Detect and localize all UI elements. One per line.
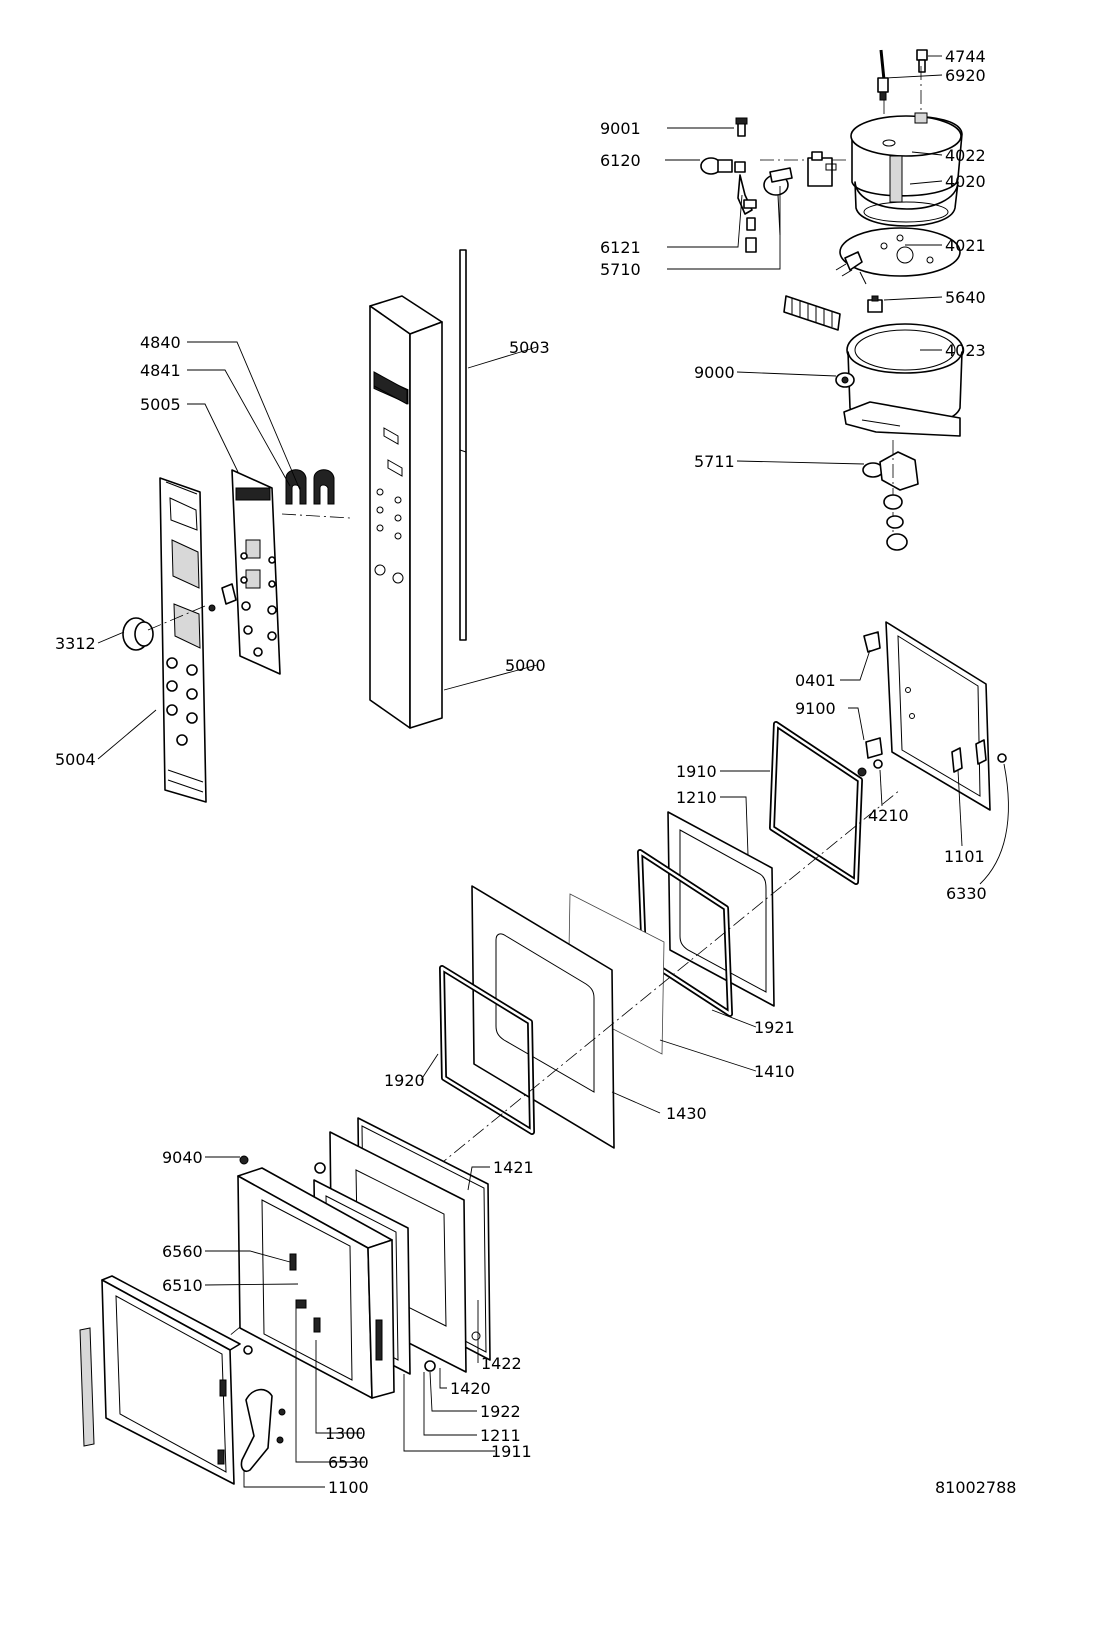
label-1922: 1922 — [480, 1402, 521, 1421]
label-0401: 0401 — [795, 671, 836, 690]
vessel-cover-4022 — [850, 112, 963, 227]
label-6120: 6120 — [600, 151, 641, 170]
label-1300: 1300 — [325, 1424, 366, 1443]
seal-1910 — [769, 721, 863, 885]
outer-door-1100 — [101, 1275, 241, 1485]
valve-fittings-6120 — [700, 117, 850, 253]
label-1911: 1911 — [491, 1442, 532, 1461]
vessel-4023 — [843, 323, 964, 437]
control-panel-group — [122, 249, 467, 803]
seal-1921 — [637, 849, 733, 1017]
label-1921: 1921 — [754, 1018, 795, 1037]
leader-lines — [97, 55, 1009, 1488]
label-9000: 9000 — [694, 363, 735, 382]
gasket-1920 — [439, 965, 535, 1135]
label-5000: 5000 — [505, 656, 546, 675]
hinge-frame-1101 — [863, 621, 1007, 811]
label-1101: 1101 — [944, 847, 985, 866]
outer-panel-1430 — [471, 885, 615, 1149]
level-sensor-5710 — [807, 151, 837, 187]
label-5004: 5004 — [55, 750, 96, 769]
screw-4744 — [916, 49, 928, 110]
door-body-1300 — [237, 1155, 395, 1399]
inner-frame-1210 — [667, 811, 775, 1007]
door-assembly — [79, 621, 1007, 1485]
label-4023: 4023 — [945, 341, 986, 360]
label-6121: 6121 — [600, 238, 641, 257]
fitting-9000 — [835, 372, 855, 388]
label-5640: 5640 — [945, 288, 986, 307]
label-6920: 6920 — [945, 66, 986, 85]
label-9100: 9100 — [795, 699, 836, 718]
label-9040: 9040 — [162, 1148, 203, 1167]
outlet-5711 — [862, 440, 919, 551]
control-column-5000 — [369, 295, 443, 729]
label-5711: 5711 — [694, 452, 735, 471]
label-9001: 9001 — [600, 119, 641, 138]
knob-3312 — [122, 604, 216, 651]
probe-6920 — [877, 49, 889, 101]
hinge-bracket-4210 — [857, 737, 883, 777]
label-1430: 1430 — [666, 1104, 707, 1123]
label-4841: 4841 — [140, 361, 181, 380]
side-strip — [79, 1327, 95, 1447]
part-labels: 4744 6920 9001 6120 4022 4020 6121 5710 … — [55, 47, 1016, 1497]
label-1920: 1920 — [384, 1071, 425, 1090]
label-3312: 3312 — [55, 634, 96, 653]
rod-5003 — [459, 249, 467, 641]
label-1422: 1422 — [481, 1354, 522, 1373]
label-4022: 4022 — [945, 146, 986, 165]
label-4744: 4744 — [945, 47, 986, 66]
steam-generator-assembly — [700, 49, 964, 551]
label-1211: 1211 — [480, 1426, 521, 1445]
terminal-strip — [783, 295, 841, 331]
label-4021: 4021 — [945, 236, 986, 255]
door-handle-6530 — [240, 1388, 286, 1473]
label-1210: 1210 — [676, 788, 717, 807]
label-1421: 1421 — [493, 1158, 534, 1177]
label-5710: 5710 — [600, 260, 641, 279]
circuit-board-5005 — [221, 469, 281, 675]
display-modules-4840-4841 — [281, 469, 351, 519]
heating-plate-4021 — [835, 227, 961, 285]
label-4210: 4210 — [868, 806, 909, 825]
label-1100: 1100 — [328, 1478, 369, 1497]
relay-5640 — [867, 295, 883, 313]
label-4020: 4020 — [945, 172, 986, 191]
label-1420: 1420 — [450, 1379, 491, 1398]
label-6510: 6510 — [162, 1276, 203, 1295]
label-6560: 6560 — [162, 1242, 203, 1261]
label-4840: 4840 — [140, 333, 181, 352]
label-6330: 6330 — [946, 884, 987, 903]
label-5005: 5005 — [140, 395, 181, 414]
label-5003: 5003 — [509, 338, 550, 357]
label-1410: 1410 — [754, 1062, 795, 1081]
drawing-number: 81002788 — [935, 1478, 1016, 1497]
label-6530: 6530 — [328, 1453, 369, 1472]
label-1910: 1910 — [676, 762, 717, 781]
front-panel-5004 — [159, 477, 207, 803]
